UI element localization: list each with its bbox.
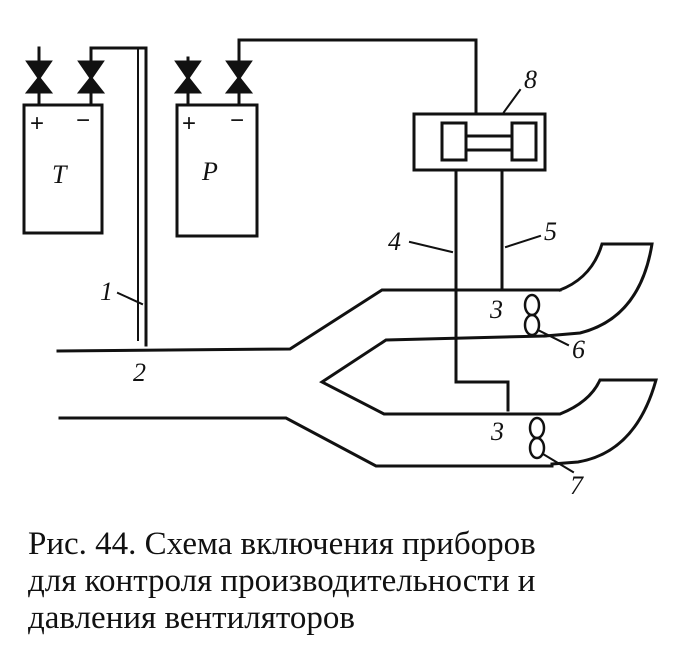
instrument-8-body — [412, 112, 547, 172]
leader-4 — [408, 240, 454, 254]
t-minus-sign: − — [76, 107, 90, 134]
caption-line-3: давления вентиляторов — [28, 600, 355, 636]
callout-3-lower: 3 — [490, 417, 504, 446]
probe-6-icon — [523, 293, 541, 337]
callout-6: 6 — [572, 335, 585, 364]
duct-system — [56, 242, 658, 468]
tube-p-to-8 — [237, 38, 478, 116]
p-minus-sign: − — [230, 107, 244, 134]
valve-p-minus-icon — [224, 42, 254, 107]
instrument-8-left-chamber — [440, 121, 468, 162]
callout-8: 8 — [524, 65, 537, 94]
callout-4: 4 — [388, 227, 401, 256]
leader-6 — [536, 328, 570, 347]
upper-branch-inner-wall — [319, 334, 547, 416]
p-plus-sign: + — [182, 110, 196, 137]
t-plus-sign: + — [30, 110, 44, 137]
callout-3-upper: 3 — [489, 295, 503, 324]
instrument-t-body — [22, 103, 104, 235]
duct-upper-wall — [56, 288, 562, 353]
valve-t-plus-icon — [24, 46, 54, 107]
fan-instrument-diagram: + − T + − P 1 2 4 5 8 3 6 3 7 — [22, 38, 658, 500]
tube-1 — [89, 46, 148, 347]
tube-4 — [454, 168, 510, 412]
valve-t-minus-icon — [76, 48, 106, 107]
callout-1: 1 — [100, 277, 113, 306]
callout-5: 5 — [544, 217, 557, 246]
p-label: P — [201, 157, 218, 186]
instrument-p-body — [175, 103, 259, 238]
instrument-t — [22, 46, 106, 235]
probe-7-icon — [528, 416, 546, 460]
instrument-8 — [412, 112, 547, 172]
caption-line-1: Рис. 44. Схема включения приборов — [28, 526, 536, 562]
lower-branch-outer-bend — [506, 378, 658, 466]
leader-1 — [116, 291, 144, 306]
upper-branch-outer-bend — [543, 242, 654, 338]
instrument-8-right-chamber — [510, 121, 538, 162]
instrument-p — [173, 42, 259, 238]
leader-5 — [504, 234, 542, 249]
duct-lower-wall — [58, 416, 554, 468]
leader-8 — [502, 88, 522, 114]
callout-2: 2 — [133, 358, 146, 387]
caption-line-2: для контроля производительности и — [28, 563, 536, 599]
callout-7: 7 — [570, 471, 584, 500]
figure-caption: Рис. 44. Схема включения приборов для ко… — [28, 526, 668, 637]
t-label: T — [52, 160, 68, 189]
leader-7 — [541, 452, 575, 474]
valve-p-plus-icon — [173, 56, 203, 107]
